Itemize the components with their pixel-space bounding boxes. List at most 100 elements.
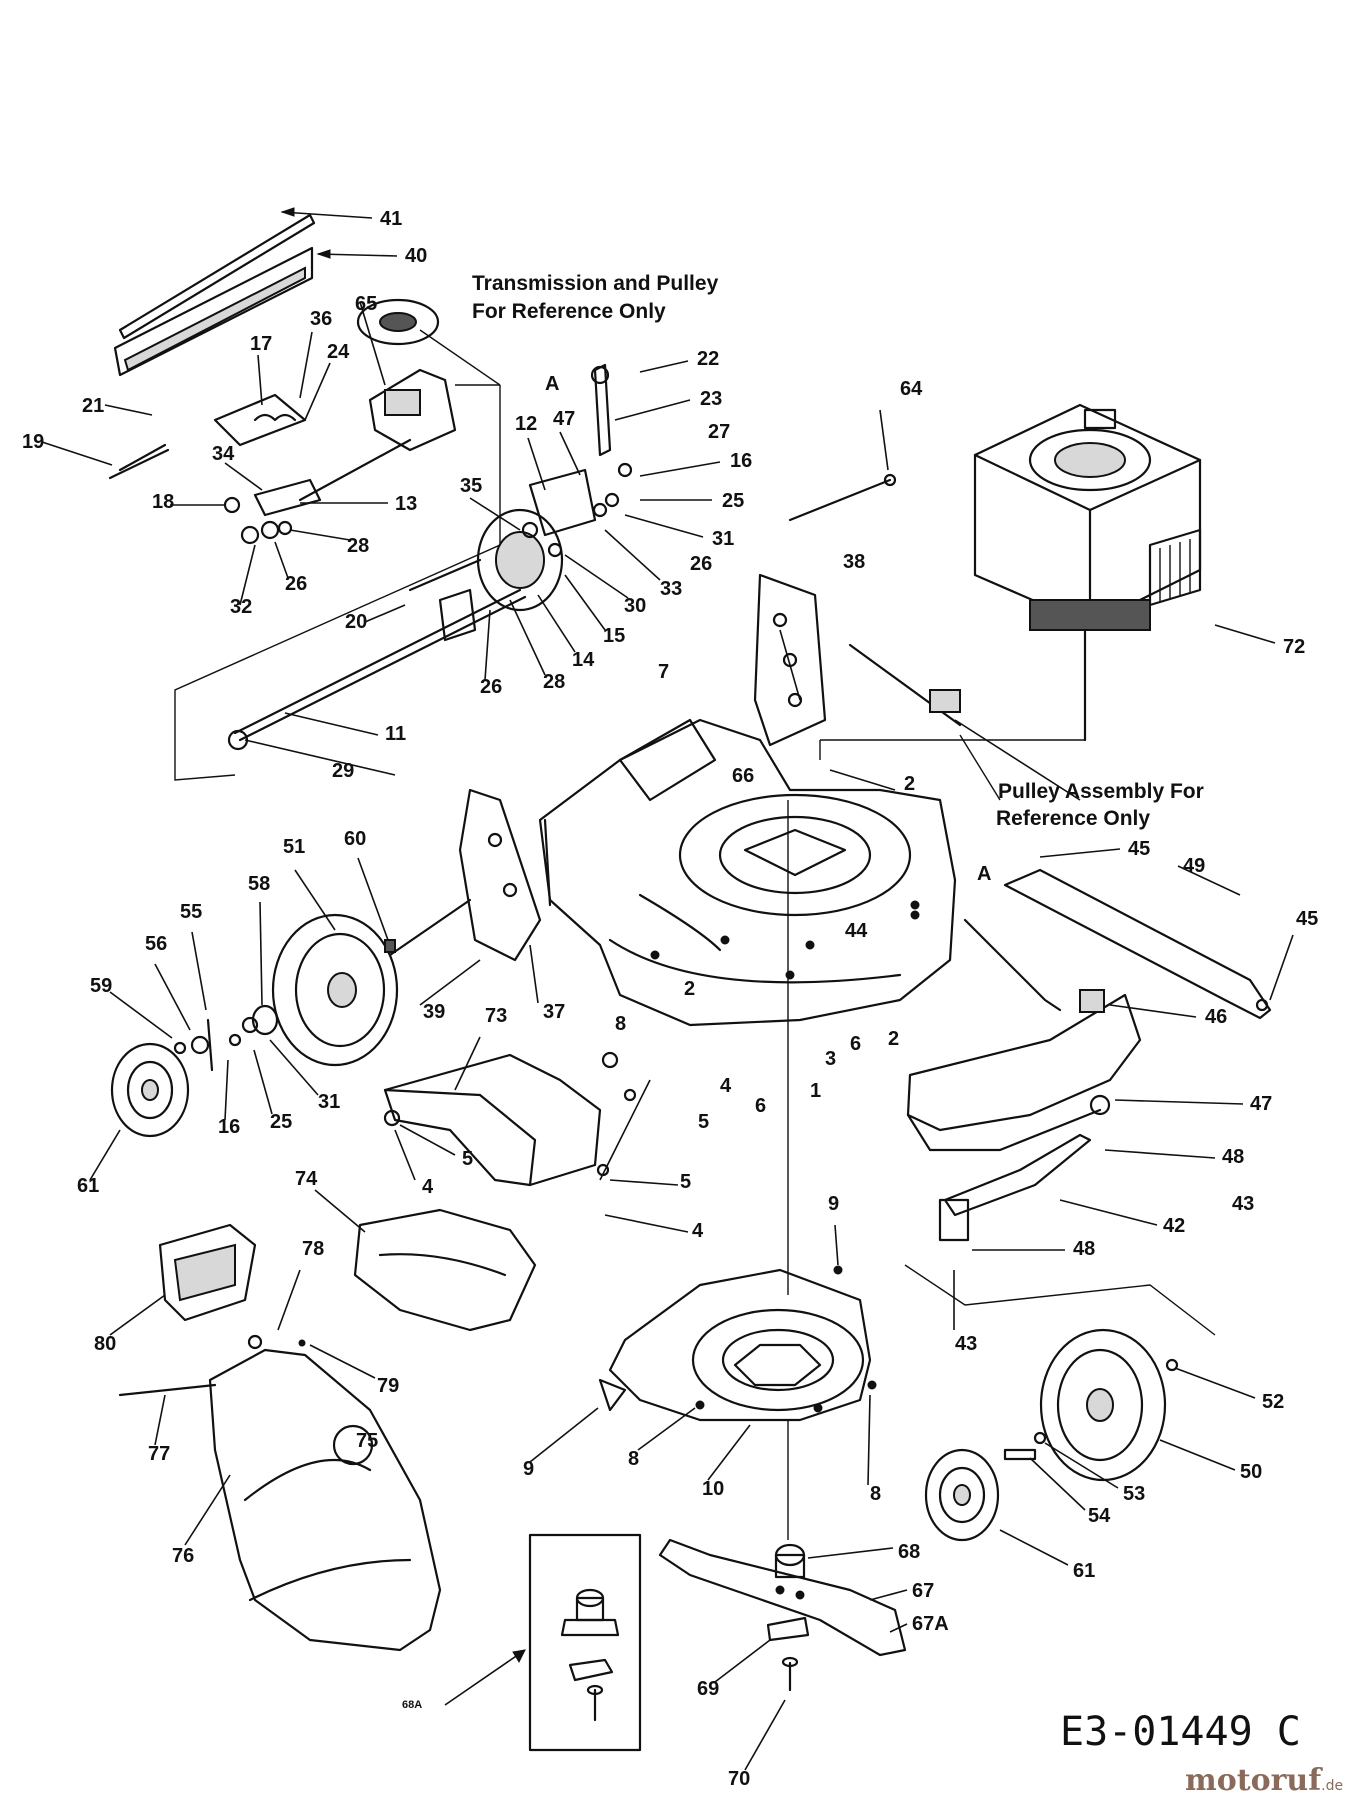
watermark-suffix: .de [1321, 1778, 1343, 1794]
callout-c22: 22 [697, 348, 719, 370]
engine-part-72 [819, 403, 1202, 760]
callout-c48a: 48 [1222, 1146, 1244, 1168]
callout-c54: 54 [1088, 1505, 1111, 1527]
callout-c65: 65 [355, 293, 377, 315]
callout-c2a: 2 [904, 773, 915, 795]
callout-c28a: 28 [347, 535, 369, 557]
callout-c61a: 61 [77, 1175, 99, 1197]
callout-c45a: 45 [1128, 838, 1150, 860]
callout-c76: 76 [172, 1545, 194, 1567]
callout-c2c: 2 [888, 1028, 899, 1050]
callout-c37: 37 [543, 1001, 565, 1023]
blade-parts-67-68-69-70 [658, 1420, 907, 1692]
callout-c32: 32 [230, 596, 252, 618]
callout-c66: 66 [732, 765, 754, 787]
callout-c50: 50 [1240, 1461, 1262, 1483]
callout-c45b: 45 [1296, 908, 1318, 930]
callout-c55: 55 [180, 901, 202, 923]
left-wheel-part-51 [110, 898, 472, 1138]
mower-deck-part-7 [458, 718, 957, 1027]
callout-c75: 75 [356, 1430, 378, 1452]
callout-c30: 30 [624, 595, 646, 617]
callout-c31b: 31 [318, 1091, 340, 1113]
callout-c44: 44 [845, 920, 868, 942]
cable-and-bracket [753, 473, 1001, 801]
callout-c38: 38 [843, 551, 865, 573]
callout-c4a: 4 [720, 1075, 732, 1097]
pulley-note-line1: Pulley Assembly For [998, 780, 1204, 803]
callout-c35: 35 [460, 475, 482, 497]
callout-c25b: 25 [270, 1111, 292, 1133]
callout-c69: 69 [697, 1678, 719, 1700]
callout-c12: 12 [515, 413, 537, 435]
rear-flap-and-handle [906, 868, 1272, 1242]
callout-c7: 7 [658, 661, 669, 683]
callout-c6b: 6 [755, 1095, 766, 1117]
pulley-note-line2: Reference Only [996, 807, 1150, 830]
callout-c21: 21 [82, 395, 104, 417]
callout-c26c: 26 [480, 676, 502, 698]
callout-c16b: 16 [218, 1116, 240, 1138]
drawing-code: E3-01449 C [1060, 1709, 1301, 1755]
right-wheel-part-50 [904, 1264, 1216, 1542]
callout-c26b: 26 [690, 553, 712, 575]
callout-c8a: 8 [615, 1013, 626, 1035]
callout-c68A: 68A [402, 1699, 422, 1711]
callout-c4b: 4 [422, 1176, 434, 1198]
callout-c1: 1 [810, 1080, 821, 1102]
blade-housing-part-10 [598, 800, 877, 1422]
callout-c49: 49 [1183, 855, 1205, 877]
callout-c68: 68 [898, 1541, 920, 1563]
callout-c42: 42 [1163, 1215, 1185, 1237]
rail-part-40-41 [113, 207, 398, 377]
callout-c31a: 31 [712, 528, 734, 550]
callout-c74: 74 [295, 1168, 318, 1190]
callout-c78: 78 [302, 1238, 324, 1260]
watermark-main: motoruf [1185, 1763, 1323, 1798]
callout-c34: 34 [212, 443, 235, 465]
callout-c51: 51 [283, 836, 305, 858]
callout-c25a: 25 [722, 490, 744, 512]
callout-c73: 73 [485, 1005, 507, 1027]
adapter-inset-68A [444, 1533, 642, 1752]
callout-c36: 36 [310, 308, 332, 330]
discharge-chute-part-73 [383, 1051, 651, 1187]
callout-c46: 46 [1205, 1006, 1227, 1028]
callout-cA1: A [545, 373, 559, 395]
leader-lines [41, 301, 1294, 1771]
callout-c43a: 43 [1232, 1193, 1254, 1215]
callout-c41: 41 [380, 208, 402, 230]
callout-c80: 80 [94, 1333, 116, 1355]
transmission-note-line2: For Reference Only [472, 300, 666, 323]
callout-c14: 14 [572, 649, 595, 671]
callout-c18: 18 [152, 491, 174, 513]
callout-c40: 40 [405, 245, 427, 267]
callout-c19: 19 [22, 431, 44, 453]
callout-c10: 10 [702, 1478, 724, 1500]
grass-bag-parts [118, 1223, 442, 1652]
callout-c23: 23 [700, 388, 722, 410]
callout-c33: 33 [660, 578, 682, 600]
callout-c8b: 8 [628, 1448, 639, 1470]
callout-c15: 15 [603, 625, 625, 647]
callout-c29: 29 [332, 760, 354, 782]
callout-c8c: 8 [870, 1483, 881, 1505]
callout-c67: 67 [912, 1580, 934, 1602]
callout-c59: 59 [90, 975, 112, 997]
callout-c48b: 48 [1073, 1238, 1095, 1260]
callout-c9b: 9 [523, 1458, 534, 1480]
callout-c58: 58 [248, 873, 270, 895]
callout-c64: 64 [900, 378, 923, 400]
callout-c13: 13 [395, 493, 417, 515]
callout-c53: 53 [1123, 1483, 1145, 1505]
callout-c16a: 16 [730, 450, 752, 472]
callout-c60: 60 [344, 828, 366, 850]
callout-c61b: 61 [1073, 1560, 1095, 1582]
callout-c6a: 6 [850, 1033, 861, 1055]
callout-c5a: 5 [698, 1111, 709, 1133]
callout-c27: 27 [708, 421, 730, 443]
callout-c47b: 47 [1250, 1093, 1272, 1115]
callout-c70: 70 [728, 1768, 750, 1790]
